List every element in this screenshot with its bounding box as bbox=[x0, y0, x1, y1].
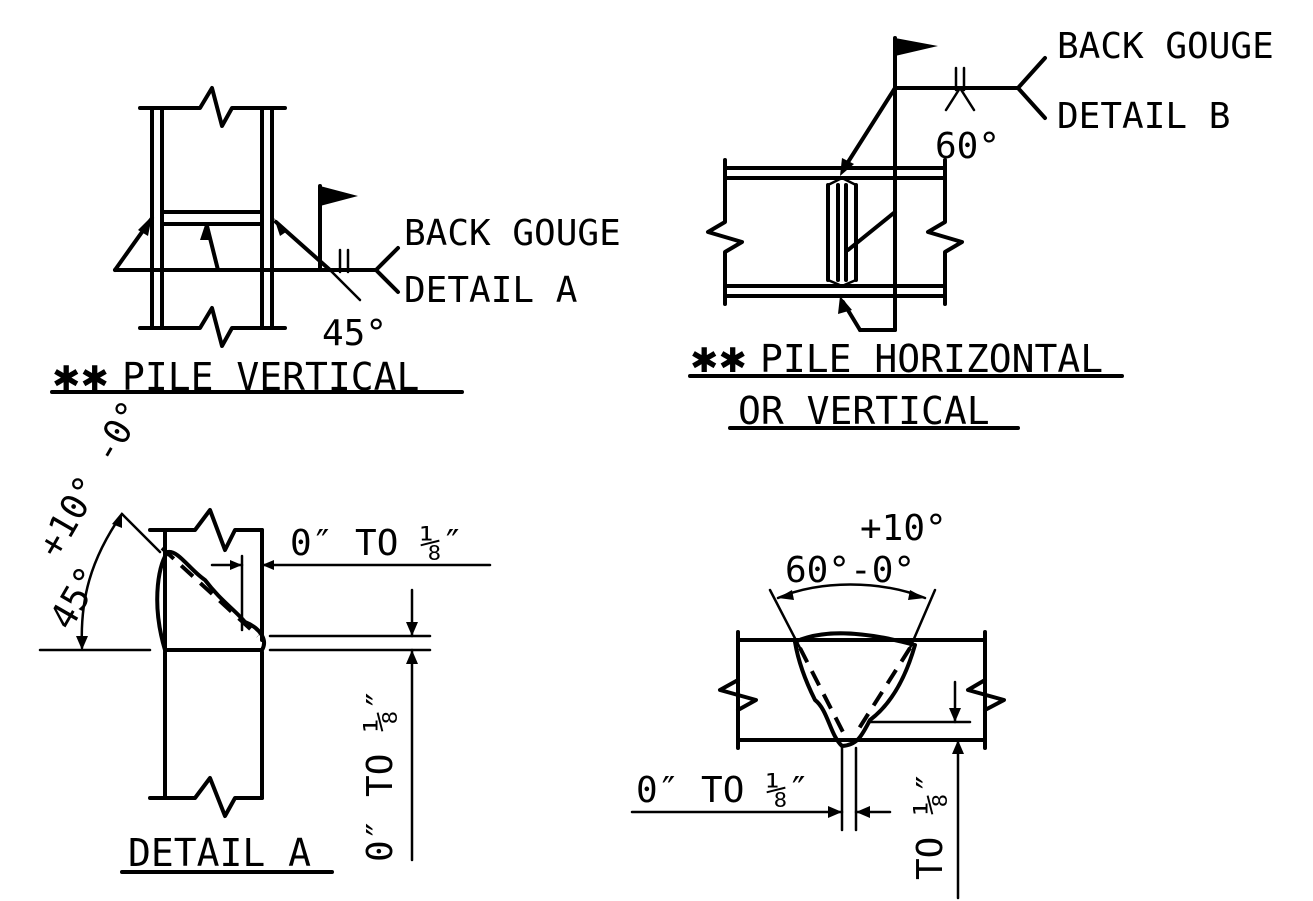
detail-a-gap-top: 0″ TO ⅛″ bbox=[290, 523, 463, 564]
detail-a-angle: 45° bbox=[42, 560, 110, 637]
detail-a-tolerance: +10° -0° bbox=[30, 394, 152, 565]
pile-horizontal-title: PILE HORIZONTAL bbox=[760, 337, 1103, 381]
back-gouge-label-a: BACK GOUGE bbox=[404, 213, 621, 254]
detail-b-gap-side: TO ⅛″ bbox=[910, 772, 951, 880]
detail-b-reference: DETAIL B bbox=[1057, 96, 1230, 137]
angle-45-label: 45° bbox=[322, 313, 387, 354]
detail-a-title: DETAIL A bbox=[128, 831, 311, 875]
detail-b-plus-tol: +10° bbox=[860, 508, 947, 549]
or-vertical-title: OR VERTICAL bbox=[738, 389, 990, 433]
detail-b-angle: 60°-0° bbox=[785, 550, 915, 591]
detail-b-gap-bottom: 0″ TO ⅛″ bbox=[636, 770, 809, 811]
pile-horizontal-view bbox=[706, 36, 1047, 332]
back-gouge-label-b: BACK GOUGE bbox=[1057, 26, 1274, 67]
detail-a-reference: DETAIL A bbox=[404, 270, 578, 311]
detail-a-gap-side: 0″ TO ⅛″ bbox=[360, 689, 401, 862]
detail-b-view bbox=[630, 583, 1006, 900]
angle-60-label: 60° bbox=[935, 126, 1000, 167]
detail-a-view bbox=[38, 508, 492, 862]
pile-vertical-view bbox=[113, 86, 400, 348]
